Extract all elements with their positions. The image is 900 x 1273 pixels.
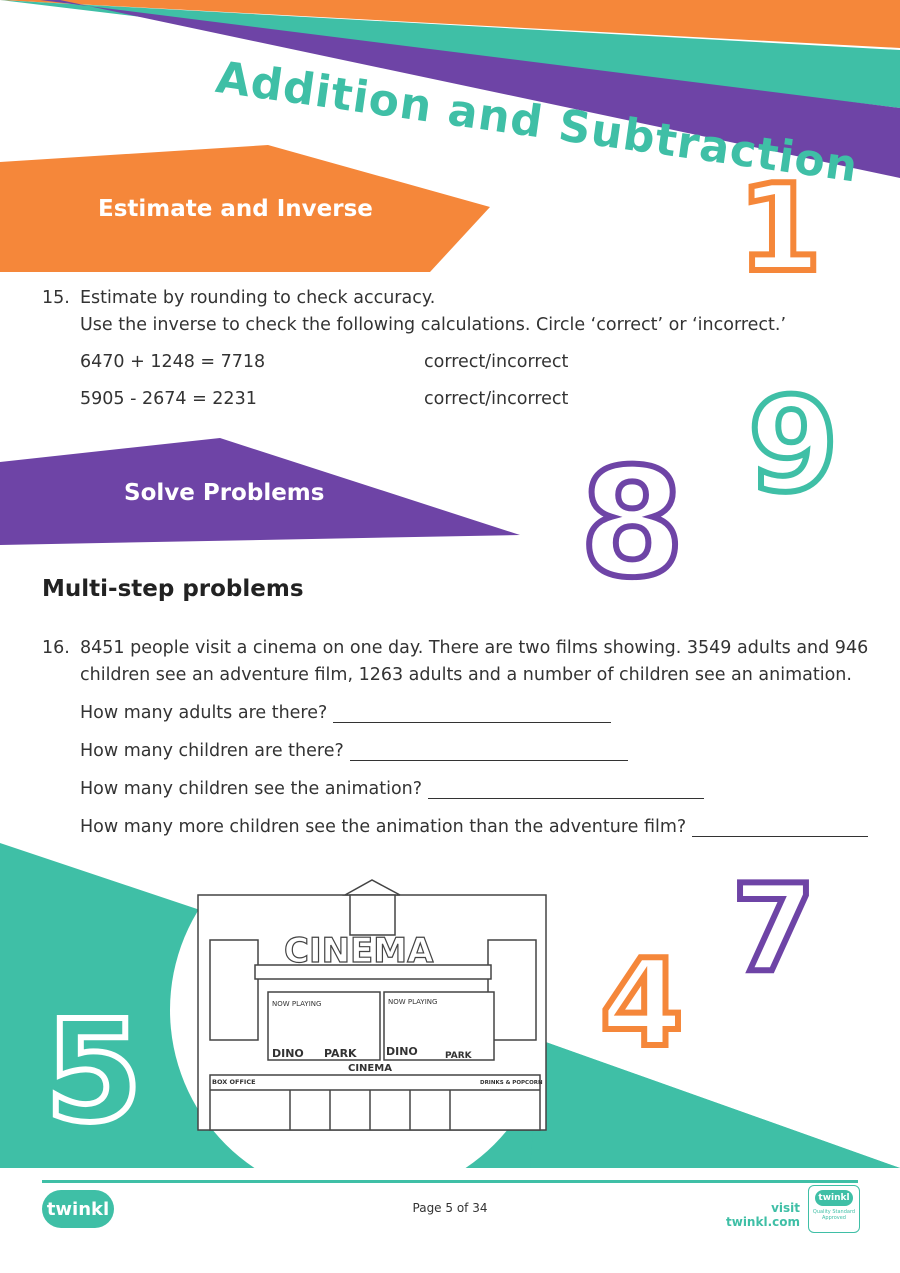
orange-banner-shape (0, 145, 490, 272)
digit-four-decor: 4 (600, 935, 684, 1074)
digit-seven-decor: 7 (732, 860, 816, 999)
prompt-adults: How many adults are there? (80, 703, 612, 723)
question-16-number: 16. (42, 638, 70, 658)
dino-left: DINO (272, 1047, 304, 1060)
estimate-banner-label: Estimate and Inverse (98, 196, 373, 222)
page-number: Page 5 of 34 (412, 1201, 488, 1215)
badge-logo: twinkl (815, 1190, 853, 1206)
prompt-animation-label: How many children see the animation? (80, 779, 423, 799)
cinema-building (197, 879, 547, 1131)
answer-line-difference[interactable] (692, 818, 869, 837)
purple-banner-shape (0, 438, 520, 545)
answer-line-children[interactable] (349, 742, 628, 761)
prompt-difference: How many more children see the animation… (80, 817, 869, 837)
question-16-line2: children see an adventure film, 1263 adu… (80, 665, 852, 685)
digit-nine-decor: 9 (748, 369, 838, 521)
digit-one-decor: 1 (738, 160, 822, 299)
question-16: 16. 8451 people visit a cinema on one da… (42, 635, 868, 689)
twinkl-logo: twinkl (42, 1190, 114, 1228)
question-16-line1: 8451 people visit a cinema on one day. T… (80, 638, 869, 658)
calculation-1-answer[interactable]: correct/incorrect (424, 352, 569, 372)
calculation-2-answer[interactable]: correct/incorrect (424, 389, 569, 409)
site-link[interactable]: visit twinkl.com (726, 1201, 800, 1229)
question-15-line2: Use the inverse to check the following c… (80, 315, 787, 335)
now-playing-left: NOW PLAYING (272, 1000, 321, 1008)
prompt-adults-label: How many adults are there? (80, 703, 328, 723)
marquee-text: CINEMA (348, 1063, 392, 1074)
question-15-line1: Estimate by rounding to check accuracy. (80, 288, 436, 308)
park-left: PARK (324, 1047, 357, 1060)
top-orange-stripe (0, 0, 900, 48)
calculation-1: 6470 + 1248 = 7718 (80, 352, 266, 372)
now-playing-right: NOW PLAYING (388, 998, 437, 1006)
digit-eight-decor: 8 (580, 437, 684, 611)
cinema-sign-text: CINEMA (284, 931, 434, 971)
answer-line-adults[interactable] (333, 704, 612, 723)
prompt-children: How many children are there? (80, 741, 628, 761)
quality-badge: twinkl Quality Standard Approved (808, 1185, 860, 1233)
badge-text: Quality Standard Approved (812, 1209, 856, 1221)
drinks-text: DRINKS & POPCORN (480, 1080, 543, 1086)
question-15: 15. Estimate by rounding to check accura… (42, 285, 786, 339)
calculation-2: 5905 - 2674 = 2231 (80, 389, 257, 409)
prompt-children-label: How many children are there? (80, 741, 344, 761)
prompt-difference-label: How many more children see the animation… (80, 817, 687, 837)
top-purple-stripe (40, 0, 900, 178)
box-office-text: BOX OFFICE (212, 1078, 256, 1086)
footer-rule (42, 1180, 858, 1183)
park-right: PARK (445, 1051, 473, 1061)
solve-banner-label: Solve Problems (124, 480, 325, 506)
prompt-animation: How many children see the animation? (80, 779, 705, 799)
answer-line-animation[interactable] (428, 780, 705, 799)
multi-step-heading: Multi-step problems (42, 576, 304, 602)
dino-right: DINO (386, 1045, 418, 1058)
bottom-teal-right (530, 1040, 900, 1168)
digit-five-decor: 5 (45, 991, 142, 1154)
question-15-number: 15. (42, 288, 70, 308)
